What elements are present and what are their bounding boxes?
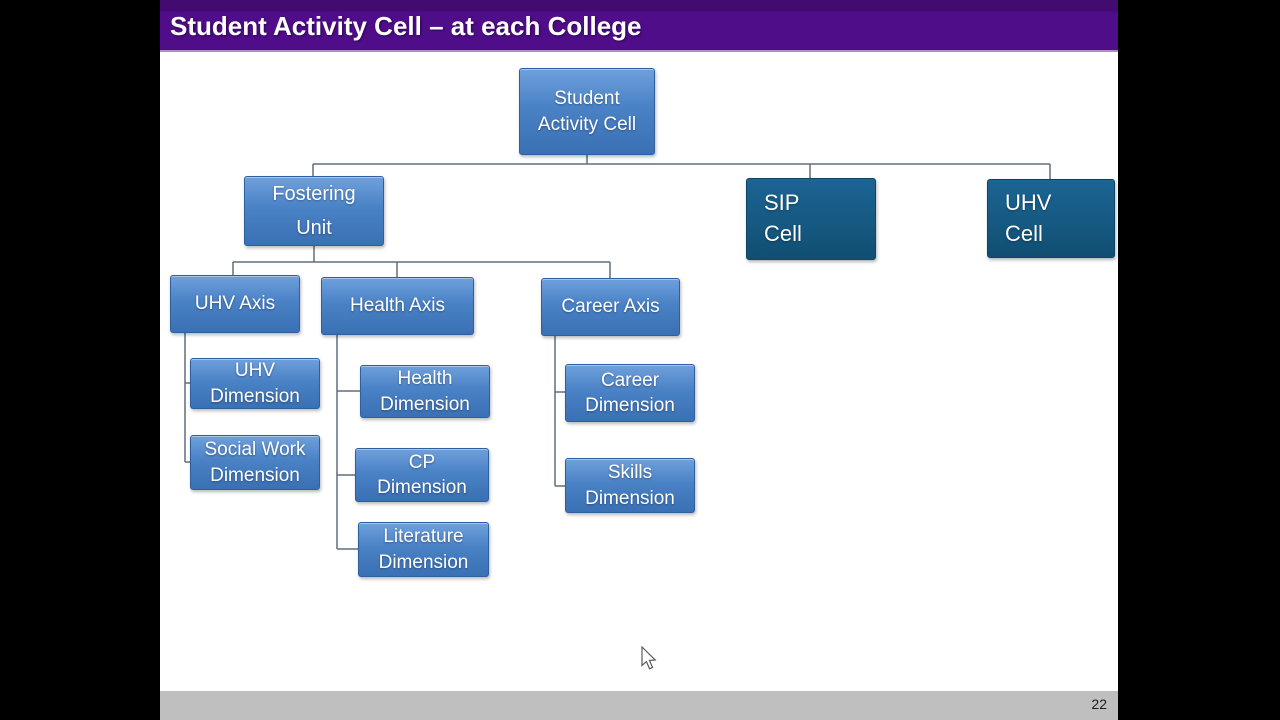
org-node-literature-dimension: Literature Dimension: [358, 522, 489, 577]
org-node-uhv-dimension: UHV Dimension: [190, 358, 320, 409]
org-node-uhv-cell: UHV Cell: [987, 179, 1115, 258]
org-node-health-dimension: Health Dimension: [360, 365, 490, 418]
org-node-student-activity-cell: Student Activity Cell: [519, 68, 655, 155]
mouse-cursor-icon: [641, 646, 657, 670]
org-node-cp-dimension: CP Dimension: [355, 448, 489, 502]
org-node-sip-cell: SIP Cell: [746, 178, 876, 260]
org-node-career-axis: Career Axis: [541, 278, 680, 336]
org-node-skills-dimension: Skills Dimension: [565, 458, 695, 513]
org-node-career-dimension: Career Dimension: [565, 364, 695, 422]
org-node-fostering-unit: Fostering Unit: [244, 176, 384, 246]
org-node-social-work-dimension: Social Work Dimension: [190, 435, 320, 490]
org-node-uhv-axis: UHV Axis: [170, 275, 300, 333]
slide-title: Student Activity Cell – at each College: [170, 11, 642, 41]
presentation-slide[interactable]: Student Activity Cell – at each College …: [160, 0, 1118, 720]
page-number: 22: [1091, 696, 1107, 712]
slide-footer-bar: 22: [160, 691, 1118, 720]
org-node-health-axis: Health Axis: [321, 277, 474, 335]
slide-title-bar: Student Activity Cell – at each College: [160, 0, 1118, 52]
